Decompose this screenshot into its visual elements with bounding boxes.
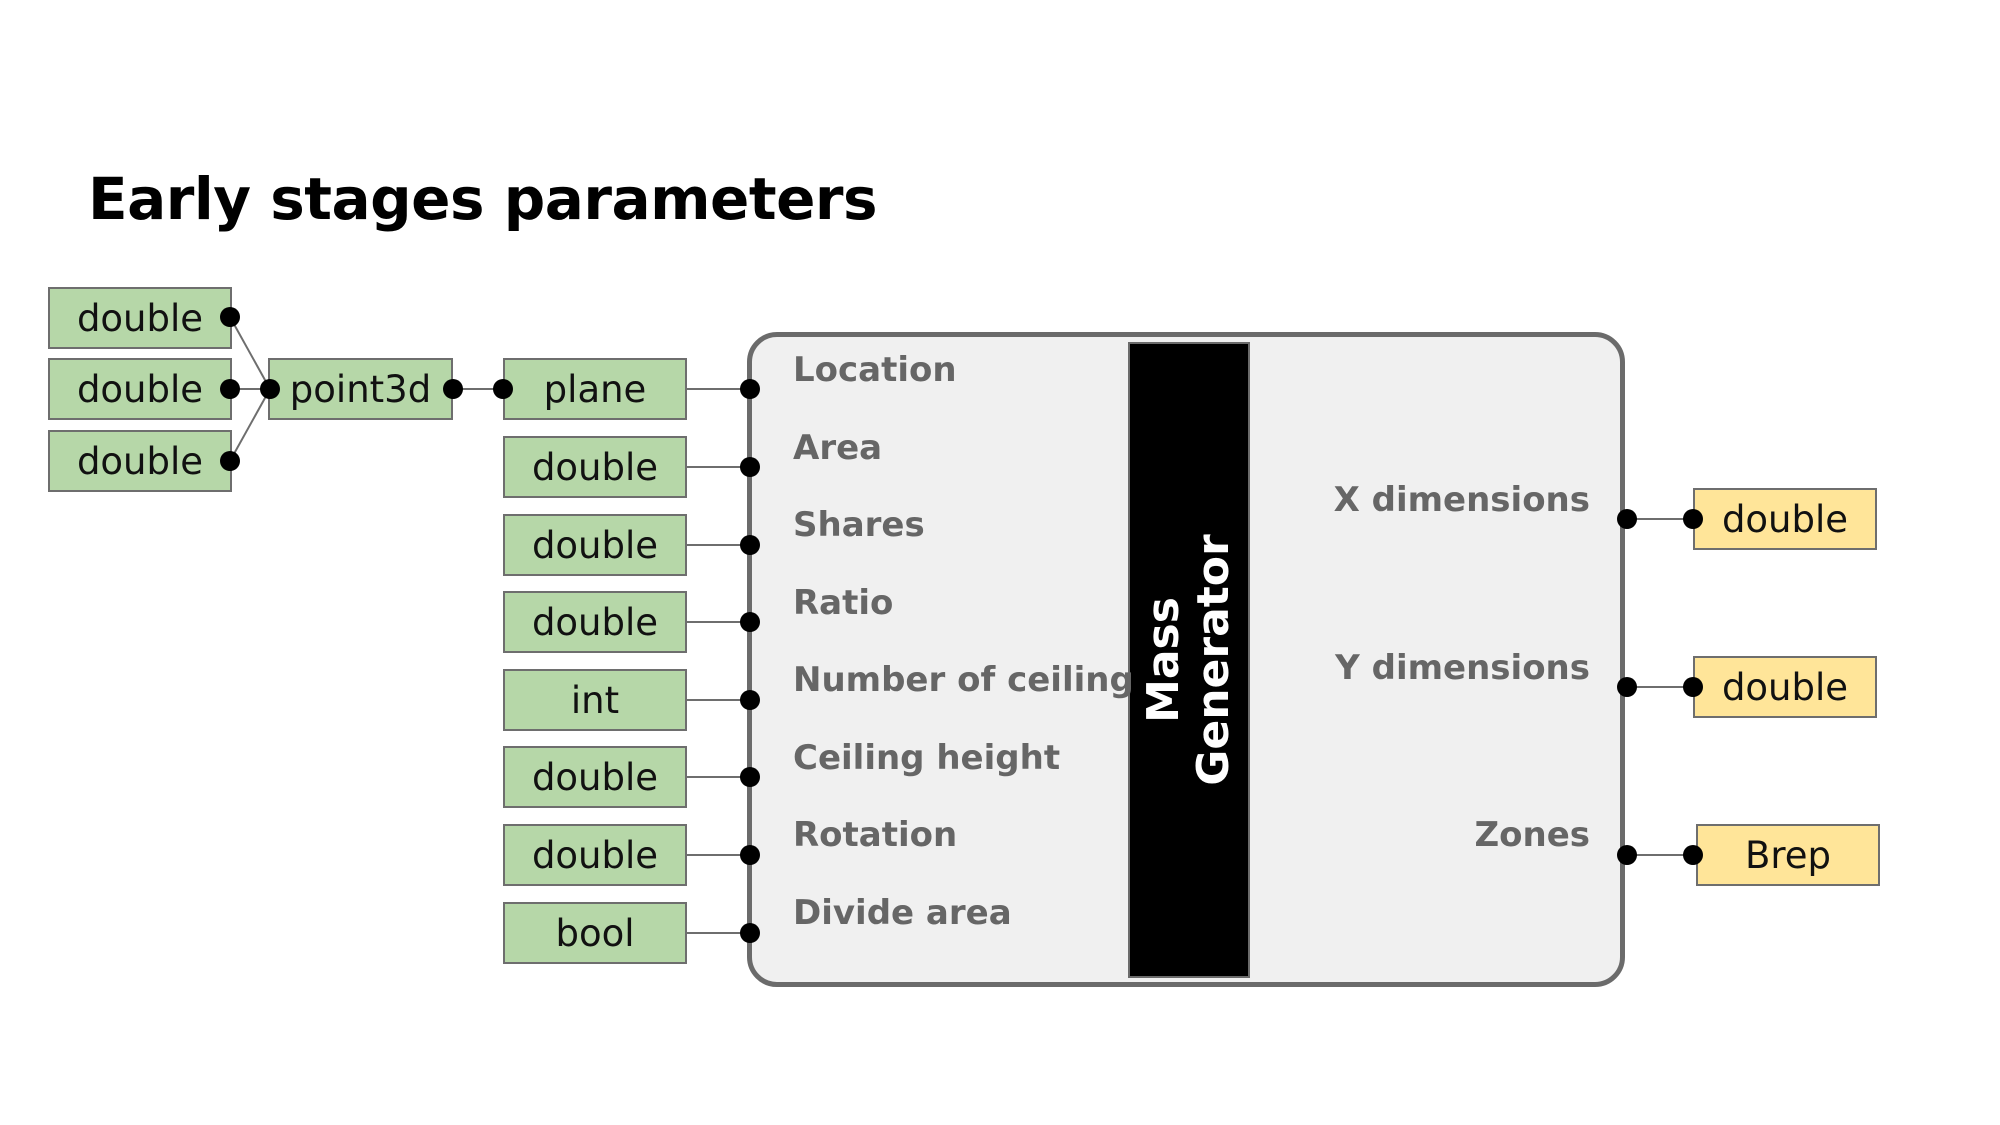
connector-dot xyxy=(1617,845,1637,865)
point3d-node[interactable]: point3d xyxy=(268,358,453,420)
connector-dot xyxy=(740,379,760,399)
input-double-ceiling-height[interactable]: double xyxy=(503,746,687,808)
connector-dot xyxy=(220,379,240,399)
connector-dot xyxy=(220,451,240,471)
input-plane[interactable]: plane xyxy=(503,358,687,420)
connector-dot xyxy=(740,535,760,555)
input-bool-divide[interactable]: bool xyxy=(503,902,687,964)
port-ratio: Ratio xyxy=(793,583,894,623)
port-ceiling-height: Ceiling height xyxy=(793,738,1061,778)
connector-dot xyxy=(740,457,760,477)
connector-dot xyxy=(443,379,463,399)
port-area: Area xyxy=(793,428,883,468)
connector-dot xyxy=(740,923,760,943)
connector-dot xyxy=(740,690,760,710)
input-double-ratio[interactable]: double xyxy=(503,591,687,653)
port-zones: Zones xyxy=(1474,815,1590,855)
connector-dot xyxy=(1683,677,1703,697)
connector-dot xyxy=(260,379,280,399)
input-double-shares[interactable]: double xyxy=(503,514,687,576)
connector-dot xyxy=(1617,677,1637,697)
output-double-y[interactable]: double xyxy=(1693,656,1877,718)
port-x-dimensions: X dimensions xyxy=(1333,480,1590,520)
connector-dot xyxy=(740,612,760,632)
connector-dot xyxy=(220,307,240,327)
port-number-of-ceiling: Number of ceiling xyxy=(793,660,1134,700)
port-divide-area: Divide area xyxy=(793,893,1012,933)
component-core: Mass Generator xyxy=(1128,342,1250,978)
connector-dot xyxy=(740,845,760,865)
source-double-3[interactable]: double xyxy=(48,430,232,492)
connector-dot xyxy=(740,767,760,787)
input-double-area[interactable]: double xyxy=(503,436,687,498)
diagram-title: Early stages parameters xyxy=(88,165,878,233)
output-brep[interactable]: Brep xyxy=(1696,824,1880,886)
input-double-rotation[interactable]: double xyxy=(503,824,687,886)
connector-dot xyxy=(1683,845,1703,865)
port-y-dimensions: Y dimensions xyxy=(1335,648,1590,688)
port-shares: Shares xyxy=(793,505,925,545)
source-double-1[interactable]: double xyxy=(48,287,232,349)
connector-dot xyxy=(1683,509,1703,529)
input-int-ceiling-count[interactable]: int xyxy=(503,669,687,731)
port-rotation: Rotation xyxy=(793,815,958,855)
output-double-x[interactable]: double xyxy=(1693,488,1877,550)
connector-dot xyxy=(1617,509,1637,529)
connector-dot xyxy=(493,379,513,399)
port-location: Location xyxy=(793,350,957,390)
